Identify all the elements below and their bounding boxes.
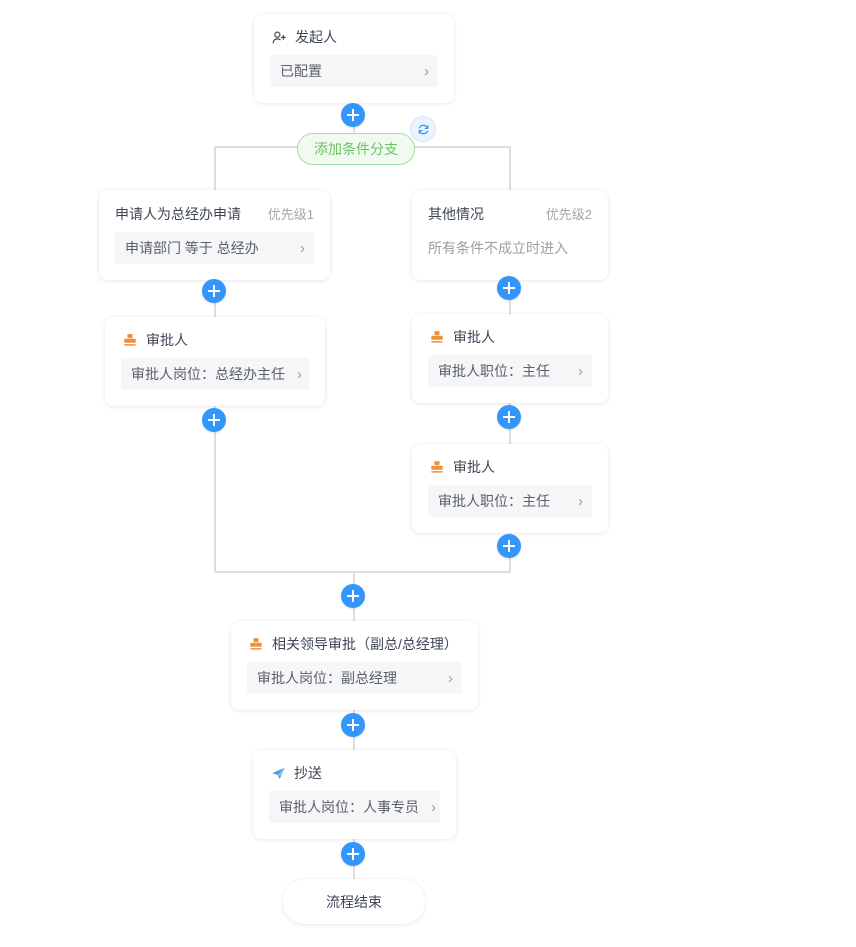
send-icon-svg: [271, 767, 284, 779]
chevron-right-icon: ›: [297, 365, 302, 383]
add-node-after-merge-button[interactable]: [341, 584, 365, 608]
branch-right-header: 其他情况 优先级2: [428, 204, 592, 223]
add-node-after-approver-left-1-button[interactable]: [202, 408, 226, 432]
approver-right-1-title: 审批人: [453, 329, 495, 345]
node-initiator[interactable]: 发起人 已配置 ›: [254, 14, 454, 103]
connector-branch-right-down: [509, 146, 511, 190]
leader-approval-title: 相关领导审批（副总/总经理）: [272, 636, 458, 652]
leader-approval-title-row: 相关领导审批（副总/总经理）: [247, 635, 462, 653]
connector-left-approver-to-merge: [214, 394, 216, 572]
add-node-left-branch-button[interactable]: [202, 279, 226, 303]
refresh-icon: [418, 124, 428, 134]
approver-right-2-title: 审批人: [453, 459, 495, 475]
approver-right-1-title-row: 审批人: [428, 328, 592, 346]
cc-value-row[interactable]: 审批人岗位：人事专员 ›: [269, 791, 440, 823]
user-add-icon: [270, 28, 288, 46]
initiator-title-row: 发起人: [270, 28, 438, 46]
add-node-after-approver-right-1-button[interactable]: [497, 405, 521, 429]
node-approver-right-2[interactable]: 审批人 审批人职位：主任 ›: [412, 444, 608, 533]
branch-left-priority: 优先级1: [267, 207, 314, 222]
branch-left-name: 申请人为总经办申请: [115, 206, 241, 222]
add-condition-branch-button[interactable]: 添加条件分支: [297, 133, 415, 165]
process-end-label: 流程结束: [326, 893, 382, 910]
node-condition-branch-left[interactable]: 申请人为总经办申请 优先级1 申请部门 等于 总经办 ›: [99, 190, 330, 280]
stamp-icon: [428, 328, 446, 346]
approver-right-2-title-row: 审批人: [428, 458, 592, 476]
add-node-right-branch-button[interactable]: [497, 276, 521, 300]
cc-title-row: 抄送: [269, 764, 440, 782]
approver-right-2-value-row[interactable]: 审批人职位：主任 ›: [428, 485, 592, 517]
node-condition-branch-right[interactable]: 其他情况 优先级2 所有条件不成立时进入: [412, 190, 608, 280]
add-node-after-initiator-button[interactable]: [341, 103, 365, 127]
chevron-right-icon: ›: [424, 62, 429, 80]
branch-left-condition-row[interactable]: 申请部门 等于 总经办 ›: [115, 232, 314, 264]
approver-right-1-value-row[interactable]: 审批人职位：主任 ›: [428, 355, 592, 387]
approver-left-1-title: 审批人: [146, 332, 188, 348]
chevron-right-icon: ›: [431, 798, 436, 816]
branch-left-condition: 申请部门 等于 总经办: [125, 240, 259, 256]
chevron-right-icon: ›: [578, 492, 583, 510]
cc-title: 抄送: [294, 765, 322, 781]
node-cc[interactable]: 抄送 审批人岗位：人事专员 ›: [253, 750, 456, 839]
approver-left-1-value-row[interactable]: 审批人岗位：总经办主任 ›: [121, 358, 309, 390]
branch-right-condition: 所有条件不成立时进入: [428, 240, 568, 256]
chevron-right-icon: ›: [448, 669, 453, 687]
branch-right-priority: 优先级2: [545, 207, 592, 222]
chevron-right-icon: ›: [300, 239, 305, 257]
approver-left-1-title-row: 审批人: [121, 331, 309, 349]
chevron-right-icon: ›: [578, 362, 583, 380]
leader-approval-value-row[interactable]: 审批人岗位：副总经理 ›: [247, 662, 462, 694]
send-icon: [269, 764, 287, 782]
approver-right-2-value: 审批人职位：主任: [438, 493, 550, 509]
node-process-end: 流程结束: [283, 879, 425, 924]
approver-right-1-value: 审批人职位：主任: [438, 363, 550, 379]
connector-merge-bar: [215, 571, 511, 573]
sync-branch-button[interactable]: [410, 116, 436, 142]
add-node-after-approver-right-2-button[interactable]: [497, 534, 521, 558]
branch-right-name: 其他情况: [428, 206, 484, 222]
cc-value: 审批人岗位：人事专员: [279, 799, 419, 815]
stamp-icon-svg: [124, 334, 136, 346]
approver-left-1-value: 审批人岗位：总经办主任: [131, 366, 285, 382]
add-node-after-leader-approval-button[interactable]: [341, 713, 365, 737]
branch-left-header: 申请人为总经办申请 优先级1: [115, 204, 314, 223]
initiator-value-row[interactable]: 已配置 ›: [270, 55, 438, 87]
node-leader-approval[interactable]: 相关领导审批（副总/总经理） 审批人岗位：副总经理 ›: [231, 621, 478, 710]
initiator-value: 已配置: [280, 63, 322, 79]
stamp-icon: [428, 458, 446, 476]
add-node-after-cc-button[interactable]: [341, 842, 365, 866]
node-approver-left-1[interactable]: 审批人 审批人岗位：总经办主任 ›: [105, 317, 325, 406]
leader-approval-value: 审批人岗位：副总经理: [257, 670, 397, 686]
node-approver-right-1[interactable]: 审批人 审批人职位：主任 ›: [412, 314, 608, 403]
connector-branch-left-down: [214, 146, 216, 190]
branch-right-condition-row: 所有条件不成立时进入: [428, 232, 592, 264]
stamp-icon: [247, 635, 265, 653]
initiator-title: 发起人: [295, 29, 337, 45]
add-condition-branch-label: 添加条件分支: [314, 141, 398, 157]
stamp-icon: [121, 331, 139, 349]
